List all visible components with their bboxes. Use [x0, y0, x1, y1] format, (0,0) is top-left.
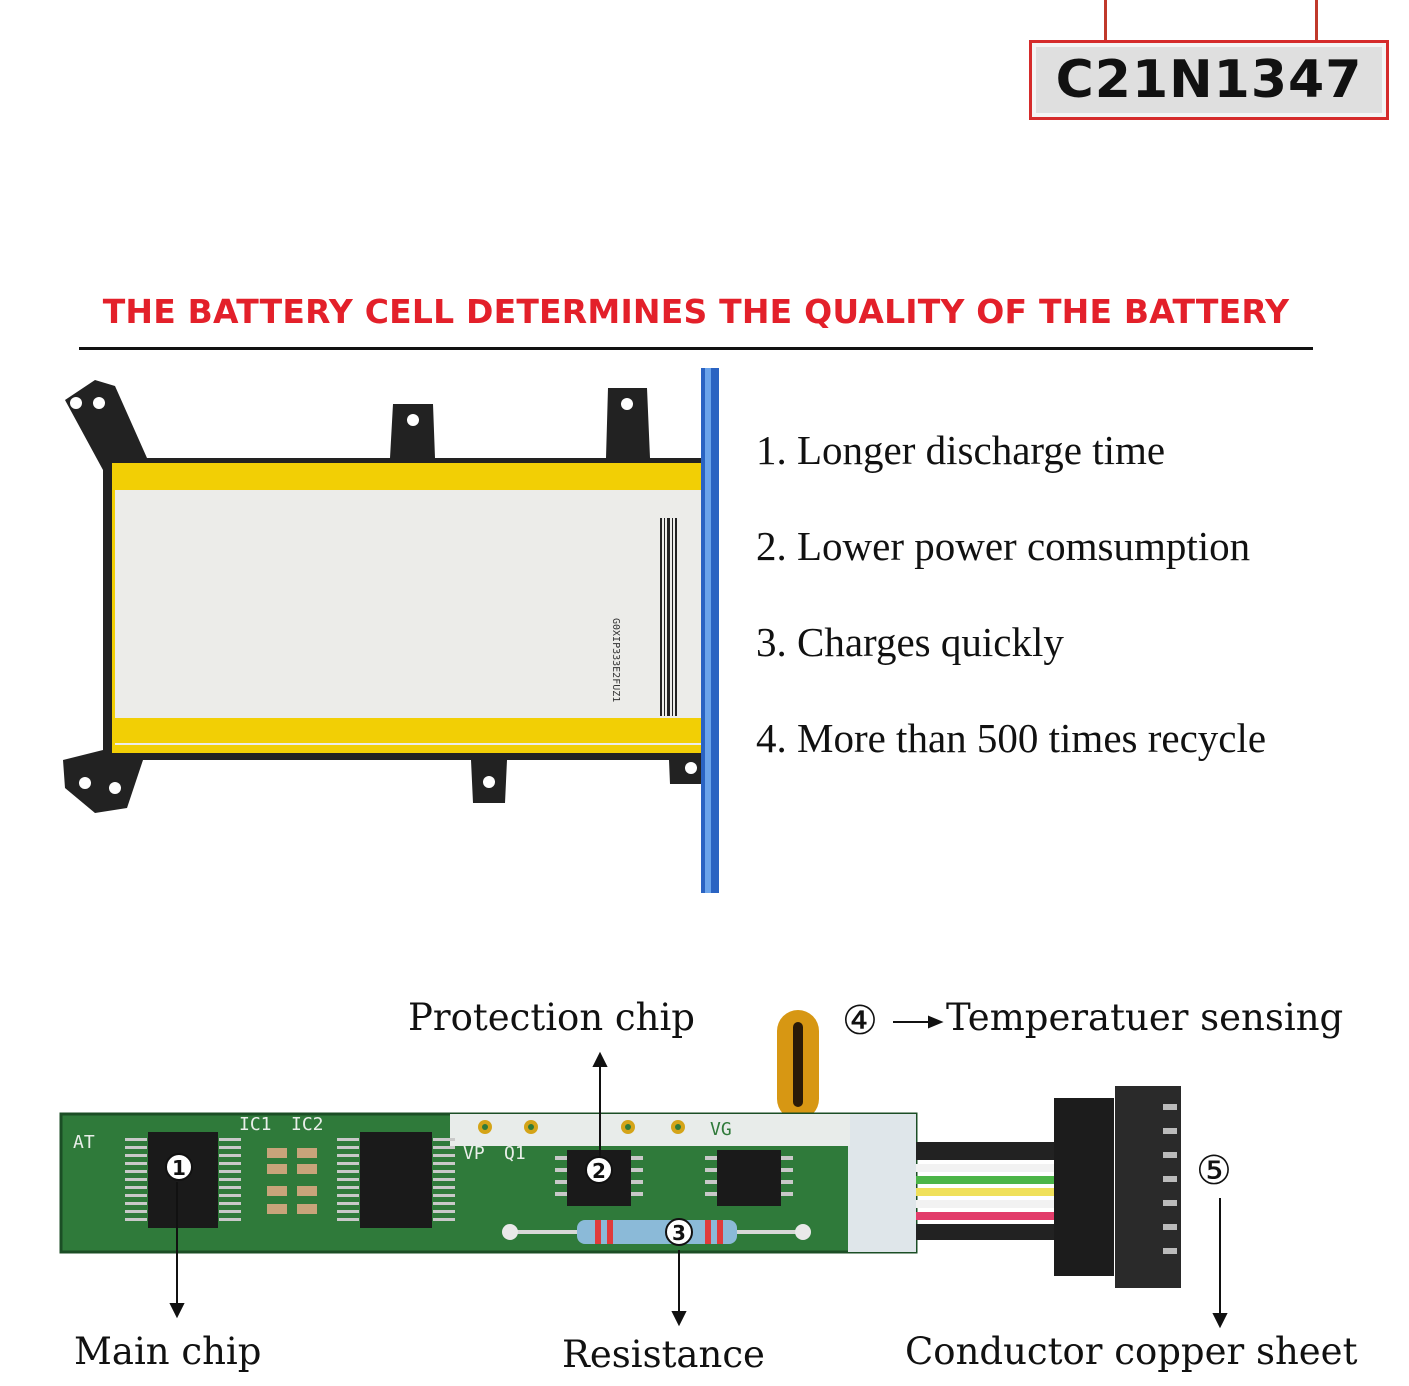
- model-code-box: C21N1347: [1029, 40, 1389, 120]
- silk-q1: Q1: [504, 1143, 526, 1164]
- headline: THE BATTERY CELL DETERMINES THE QUALITY …: [102, 292, 1290, 331]
- silk-ic1: IC1: [239, 1114, 272, 1135]
- temperature-marker: ④: [842, 998, 878, 1044]
- silk-vp: VP: [463, 1143, 485, 1164]
- battery-illustration: G0XIP333E2FUZ1: [63, 368, 719, 893]
- label-protection-chip: Protection chip: [408, 996, 695, 1039]
- headline-divider: [79, 347, 1313, 350]
- svg-text:3: 3: [672, 1221, 686, 1245]
- feature-list: 1. Longer discharge time 2. Lower power …: [756, 425, 1266, 809]
- label-temperature-sensing: Temperatuer sensing: [946, 996, 1344, 1039]
- label-resistance: Resistance: [562, 1333, 765, 1376]
- label-conductor-copper-sheet: Conductor copper sheet: [905, 1330, 1358, 1373]
- marker-3: 3: [665, 1218, 693, 1246]
- model-code: C21N1347: [1036, 47, 1382, 113]
- feature-item: 3. Charges quickly: [756, 619, 1064, 665]
- label-main-chip: Main chip: [74, 1330, 262, 1373]
- model-tick-left: [1104, 0, 1107, 40]
- pcb-illustration: AT IC1 IC2 VP Q1 VG 1 2 3: [59, 1010, 1228, 1329]
- barcode: [660, 518, 677, 716]
- silk-at: AT: [73, 1132, 95, 1153]
- feature-item: 4. More than 500 times recycle: [756, 715, 1267, 761]
- feature-item: 1. Longer discharge time: [756, 427, 1166, 473]
- marker-2: 2: [585, 1156, 613, 1184]
- connector-marker: ⑤: [1196, 1148, 1232, 1194]
- silk-ic2: IC2: [291, 1114, 324, 1135]
- silk-vg: VG: [710, 1119, 732, 1140]
- battery-serial: G0XIP333E2FUZ1: [610, 618, 621, 702]
- svg-text:1: 1: [172, 1156, 186, 1180]
- feature-item: 2. Lower power comsumption: [756, 523, 1251, 569]
- model-tick-right: [1315, 0, 1318, 40]
- marker-1: 1: [165, 1153, 193, 1181]
- svg-text:2: 2: [592, 1159, 606, 1183]
